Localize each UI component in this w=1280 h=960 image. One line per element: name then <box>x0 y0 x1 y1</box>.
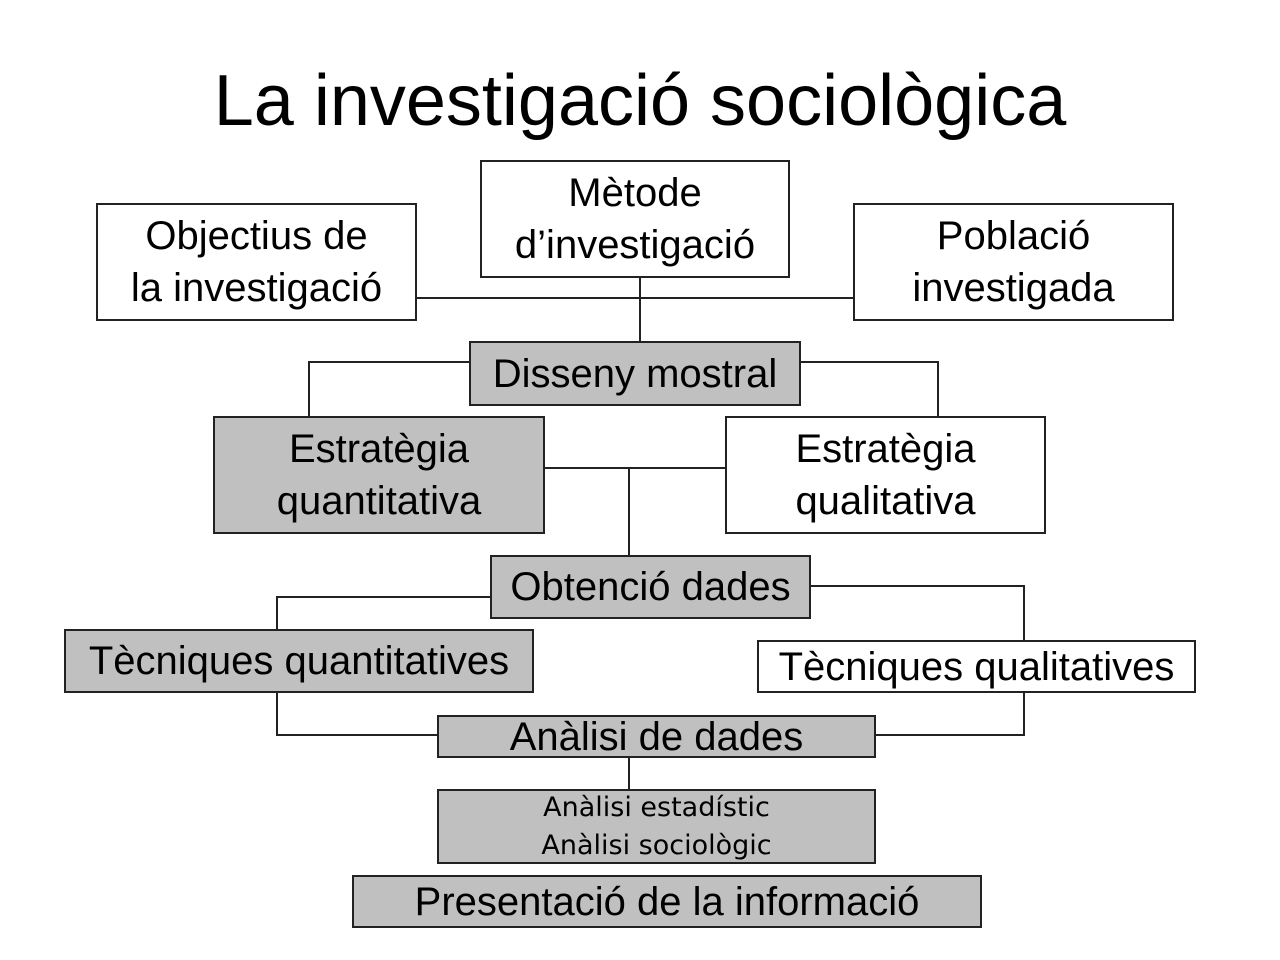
node-obtencio-dades: Obtenció dades <box>490 555 811 619</box>
node-text: qualitativa <box>795 479 976 523</box>
node-text: Disseny mostral <box>492 351 778 396</box>
node-text: Objectius de <box>145 214 368 258</box>
node-objectius: Objectius de la investigació <box>96 203 417 321</box>
node-text: investigada <box>912 266 1115 310</box>
connector <box>276 692 437 736</box>
node-poblacio: Població investigada <box>853 203 1174 321</box>
node-analisi-dades: Anàlisi de dades <box>437 715 876 758</box>
node-disseny-mostral: Disseny mostral <box>469 341 801 406</box>
node-text: Estratègia <box>288 427 470 471</box>
node-text: Tècniques qualitatives <box>778 644 1175 689</box>
node-text: la investigació <box>130 266 383 310</box>
node-text: Tècniques quantitatives <box>88 639 510 683</box>
node-text: Anàlisi estadístic <box>543 791 770 823</box>
connector <box>308 361 469 416</box>
connector <box>810 585 1025 640</box>
node-text: Anàlisi de dades <box>509 714 804 759</box>
connector <box>800 361 939 416</box>
node-text: Població <box>936 214 1091 258</box>
diagram-title: La investigació sociològica <box>213 61 1067 141</box>
node-text: Estratègia <box>795 427 976 471</box>
node-tecniques-qualitatives: Tècniques qualitatives <box>757 640 1196 693</box>
node-tecniques-quantitatives: Tècniques quantitatives <box>64 629 534 693</box>
node-metode: Mètode d’investigació <box>480 160 790 278</box>
node-text: d’investigació <box>514 223 756 267</box>
connector <box>875 692 1025 736</box>
node-estrategia-quantitativa: Estratègia quantitativa <box>213 416 545 534</box>
node-text: quantitativa <box>276 479 482 523</box>
node-text: Presentació de la informació <box>414 879 920 924</box>
node-text: Obtenció dades <box>510 565 791 609</box>
node-text: Mètode <box>568 171 702 215</box>
node-text: Anàlisi sociològic <box>541 829 772 861</box>
connector <box>276 596 490 629</box>
node-presentacio: Presentació de la informació <box>352 875 982 928</box>
node-analisi-tipus: Anàlisi estadístic Anàlisi sociològic <box>437 789 876 864</box>
node-estrategia-qualitativa: Estratègia qualitativa <box>725 416 1046 534</box>
